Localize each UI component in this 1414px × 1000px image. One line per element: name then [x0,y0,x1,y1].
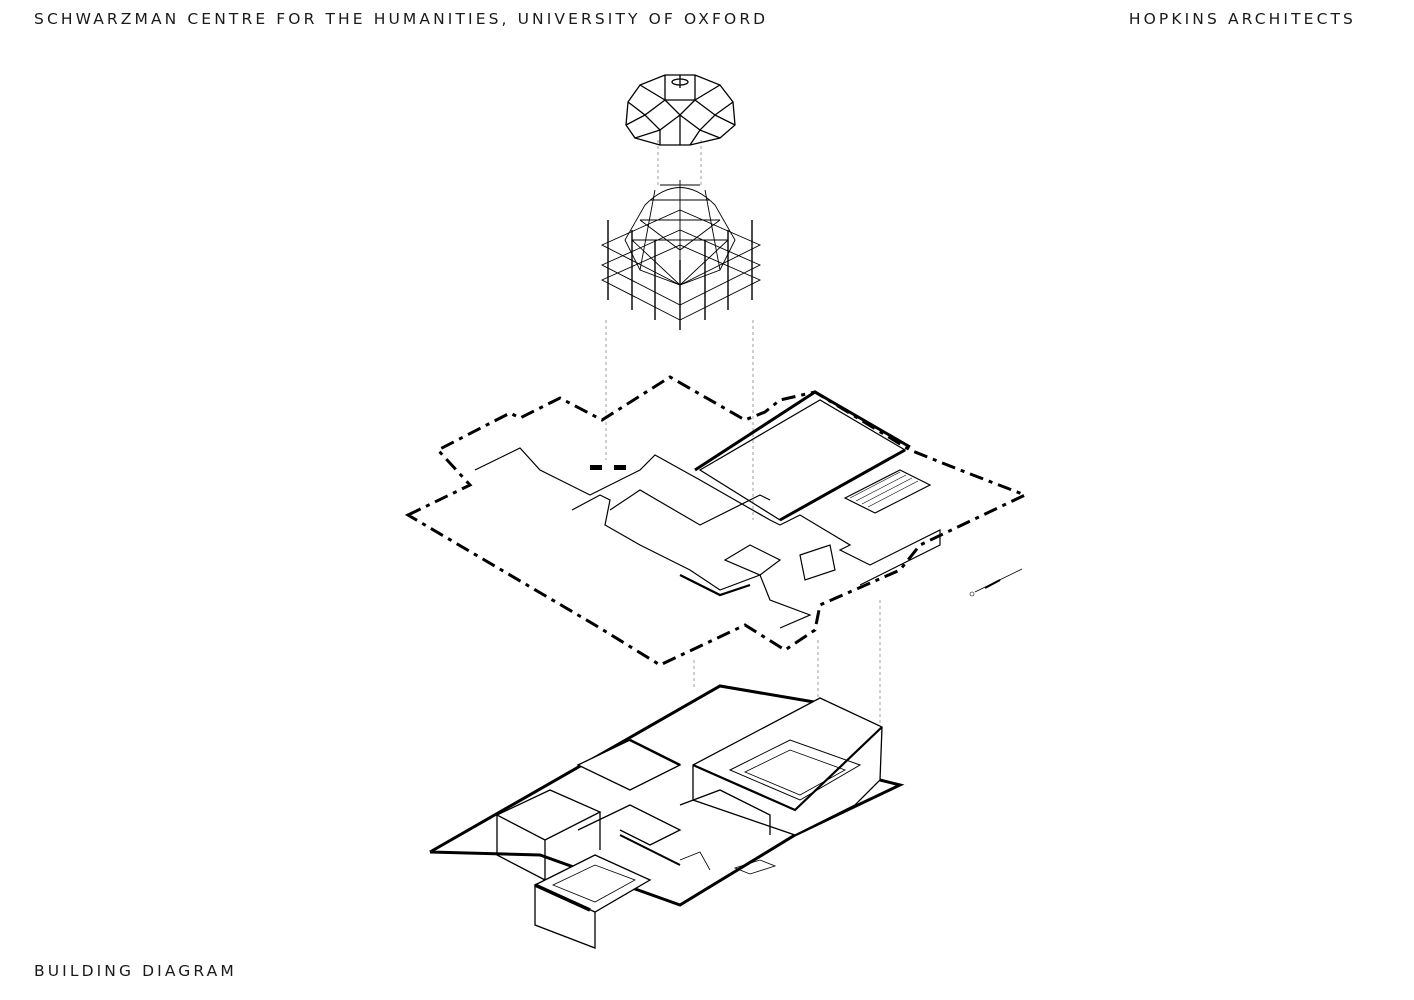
architect-name: HOPKINS ARCHITECTS [1128,10,1356,28]
guide-lines [605,140,881,730]
diagram-caption: BUILDING DIAGRAM [34,962,237,980]
dome-structure [600,180,762,330]
ground-floor-plan [404,375,1029,667]
project-title: SCHWARZMAN CENTRE FOR THE HUMANITIES, UN… [34,10,769,28]
scale-bar [969,568,1023,597]
lower-ground-plan [429,684,905,949]
dome-lattice [625,74,736,146]
